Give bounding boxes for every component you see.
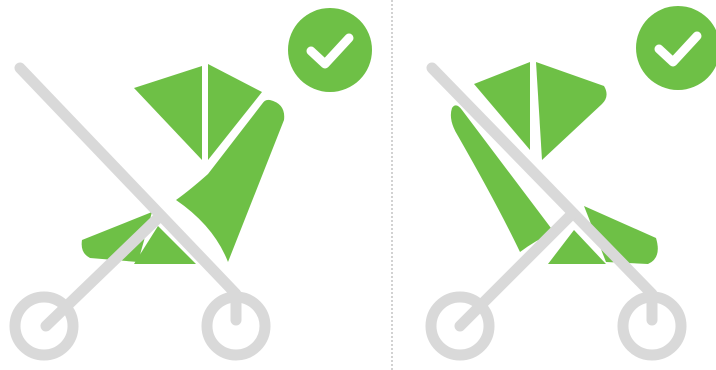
panel-right (358, 0, 716, 370)
canopy (474, 62, 607, 160)
checkmark-icon (635, 5, 716, 91)
panel-left (0, 0, 358, 370)
